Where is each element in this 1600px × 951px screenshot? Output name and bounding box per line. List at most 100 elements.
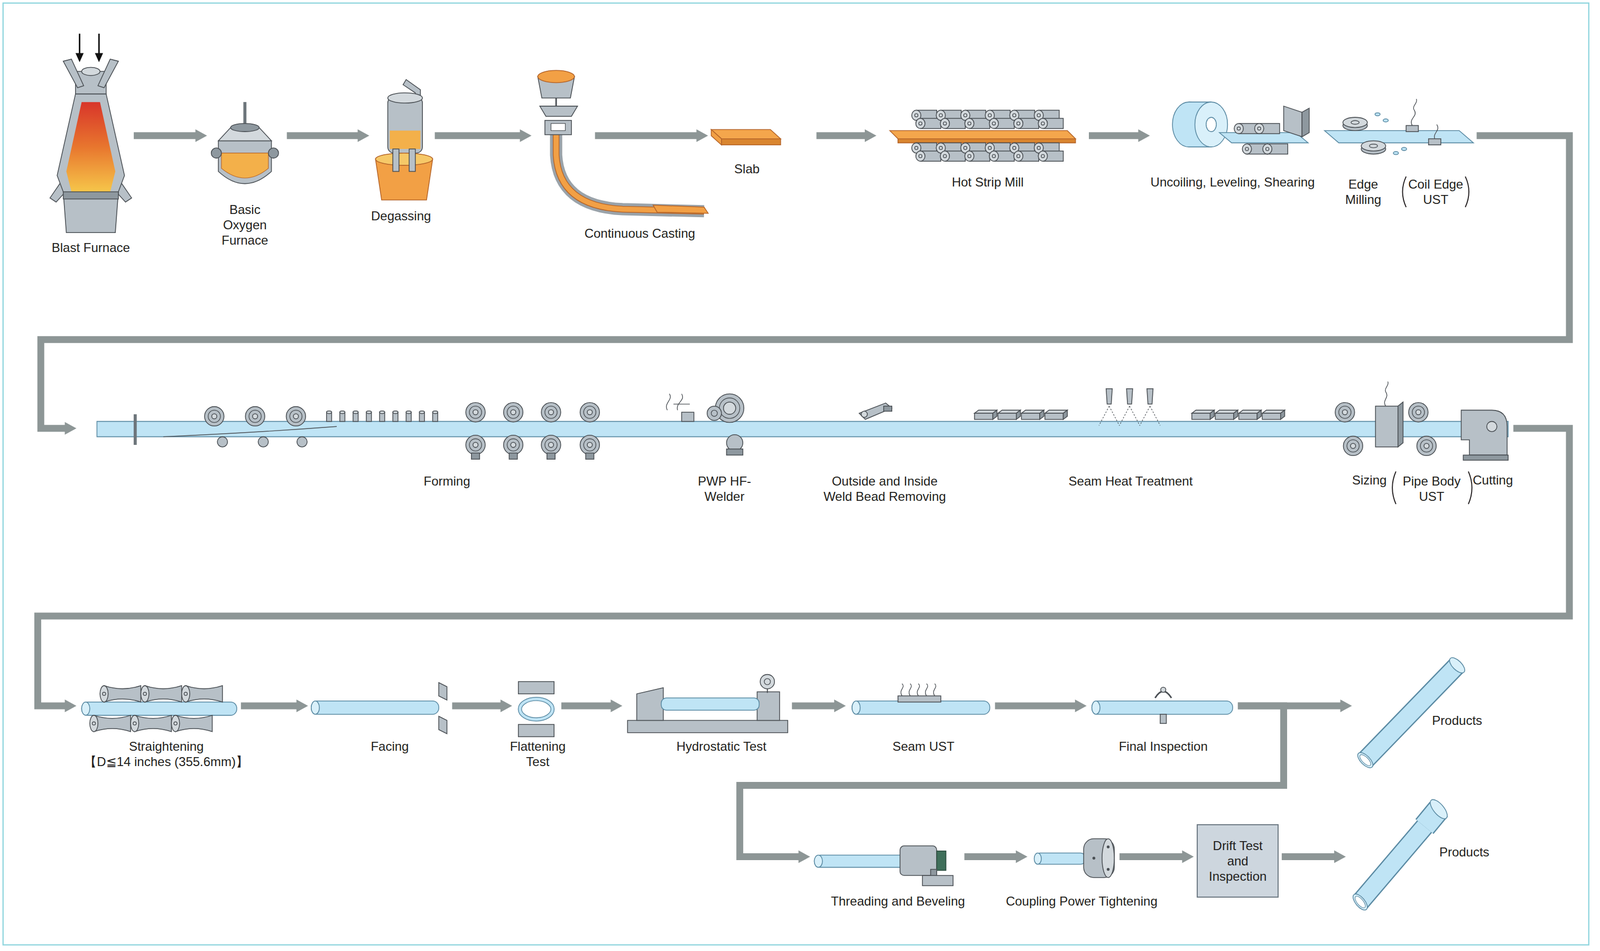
edge-miller-ust-part: [1361, 141, 1386, 152]
seam-ust-station: [852, 683, 991, 715]
flattening-press-part: [518, 681, 555, 695]
straightener-part: [140, 686, 182, 703]
continuous-caster: [537, 70, 708, 214]
straightener-part: [81, 702, 237, 716]
pipe-mill-line-part: [541, 402, 561, 423]
sizing-ust-cutter-part: [1375, 406, 1398, 448]
coupling-tightener-part: [1034, 853, 1042, 865]
product-pipe: [1355, 655, 1468, 771]
sizing-ust-cutter-part: [1486, 421, 1497, 432]
edge-miller-ust-part: [1411, 98, 1417, 126]
threading-machine-part: [814, 855, 823, 868]
hydrostatic-tester-part: [764, 678, 771, 686]
flow-arrow: [133, 129, 208, 143]
flow-arrow: [435, 129, 532, 143]
step-caption: Seam UST: [892, 738, 955, 755]
sizing-ust-cutter-part: [1343, 436, 1363, 457]
flow-arrow: [1119, 851, 1195, 864]
step-caption: Outside and Inside Weld Bead Removing: [817, 473, 952, 505]
final-inspection-station-part: [1160, 687, 1167, 693]
seam-ust-station-part: [898, 696, 941, 703]
sizing-ust-cutter-part: [1416, 436, 1437, 457]
step-caption: PWP HF-Welder: [690, 473, 760, 505]
step-caption: Blast Furnace: [51, 239, 131, 256]
bead-remover-part: [858, 403, 892, 420]
degassing-vessel-part: [392, 149, 400, 172]
step-caption: Forming: [423, 473, 471, 489]
flow-arrow: [287, 129, 370, 143]
sizing-ust-cutter-part: [1408, 402, 1429, 423]
seam-heat-treatment-part: [1126, 389, 1133, 405]
arrow-head: [834, 699, 846, 713]
pipe-mill-line-part: [503, 435, 524, 456]
process-step: Continuous Casting: [534, 66, 593, 153]
step-caption: Coil Edge UST: [1403, 176, 1468, 208]
arrow-head: [610, 699, 623, 713]
step-caption: Seam Heat Treatment: [1068, 473, 1193, 489]
hot-strip-mill-part: [964, 151, 990, 162]
flattening-press-part: [520, 699, 553, 720]
product-pipe-coupled-part: [1350, 892, 1371, 913]
box-text: Drift Test and Inspection: [1206, 838, 1270, 885]
hydrostatic-tester-part: [766, 689, 769, 694]
bead-remover: [858, 403, 892, 420]
straightener-part: [171, 715, 212, 733]
arrow-head: [696, 129, 709, 143]
blast-furnace-part: [98, 33, 100, 56]
hot-strip-mill-part: [1013, 118, 1039, 129]
process-step: Straightening【D≦14 inches (355.6mm)】: [79, 683, 238, 731]
edge-miller-ust: [1324, 98, 1474, 208]
blast-furnace-part: [81, 67, 100, 76]
pipe-mill-line-part: [96, 421, 1509, 438]
straightener-part: [130, 715, 172, 733]
arrow-shaft: [791, 702, 835, 710]
step-caption: Products: [1439, 844, 1490, 860]
product-pipe-part: [1365, 665, 1458, 761]
hot-strip-mill: [889, 110, 1076, 162]
flow-arrow: [994, 699, 1087, 713]
basic-oxygen-furnace-part: [211, 148, 222, 159]
bead-remover-part: [883, 406, 892, 412]
seam-heat-treatment-part: [1147, 389, 1154, 405]
step-caption: Hot Strip Mill: [951, 174, 1024, 190]
flow-arrow: [40, 135, 1570, 436]
seam-heat-treatment-part: [1215, 410, 1238, 420]
degassing-vessel-part: [409, 149, 416, 172]
facing-machine-part: [438, 682, 447, 701]
arrow-shaft: [37, 428, 1570, 707]
slab-part: [711, 129, 781, 139]
seam-heat-treatment-part: [1021, 410, 1044, 420]
product-pipe-part: [1357, 753, 1373, 768]
hot-strip-mill-part: [964, 118, 990, 129]
hf-welder-part: [719, 398, 741, 419]
continuous-caster-part: [539, 106, 578, 117]
seam-ust-station-part: [852, 701, 991, 715]
flow-arrow: [37, 428, 1570, 713]
step-caption: Continuous Casting: [584, 225, 696, 242]
process-step: Seam UST: [848, 683, 992, 719]
process-step: Coupling Power Tightening: [1030, 836, 1117, 880]
hf-welder-part: [707, 406, 722, 421]
step-caption: Basic Oxygen Furnace: [218, 201, 272, 248]
flattening-press-part: [520, 699, 553, 720]
continuous-caster-part: [537, 70, 575, 83]
edge-miller-ust-part: [1465, 176, 1469, 208]
pipe-mill-line-part: [541, 435, 561, 456]
step-caption: Flattening Test: [504, 738, 571, 770]
process-step: Facing: [311, 694, 450, 723]
blast-furnace-part: [75, 52, 84, 62]
degassing-vessel-part: [387, 93, 423, 104]
seam-heat-treatment-part: [997, 410, 1021, 420]
arrow-head: [1334, 851, 1346, 864]
pipe-mill-line-part: [579, 402, 600, 423]
step-caption: Pipe Body UST: [1398, 473, 1465, 505]
blast-furnace-part: [63, 191, 119, 200]
process-step: Threading and Beveling: [813, 843, 962, 889]
hot-strip-mill-part: [989, 151, 1015, 162]
coupling-tightener: [1034, 839, 1115, 878]
pipe-mill-line-part: [163, 426, 337, 437]
pipe-mill-line-part: [379, 411, 385, 422]
arrow-shaft: [40, 135, 1570, 429]
arrow-shaft: [1119, 853, 1183, 861]
step-caption: Uncoiling, Leveling, Shearing: [1150, 174, 1316, 190]
